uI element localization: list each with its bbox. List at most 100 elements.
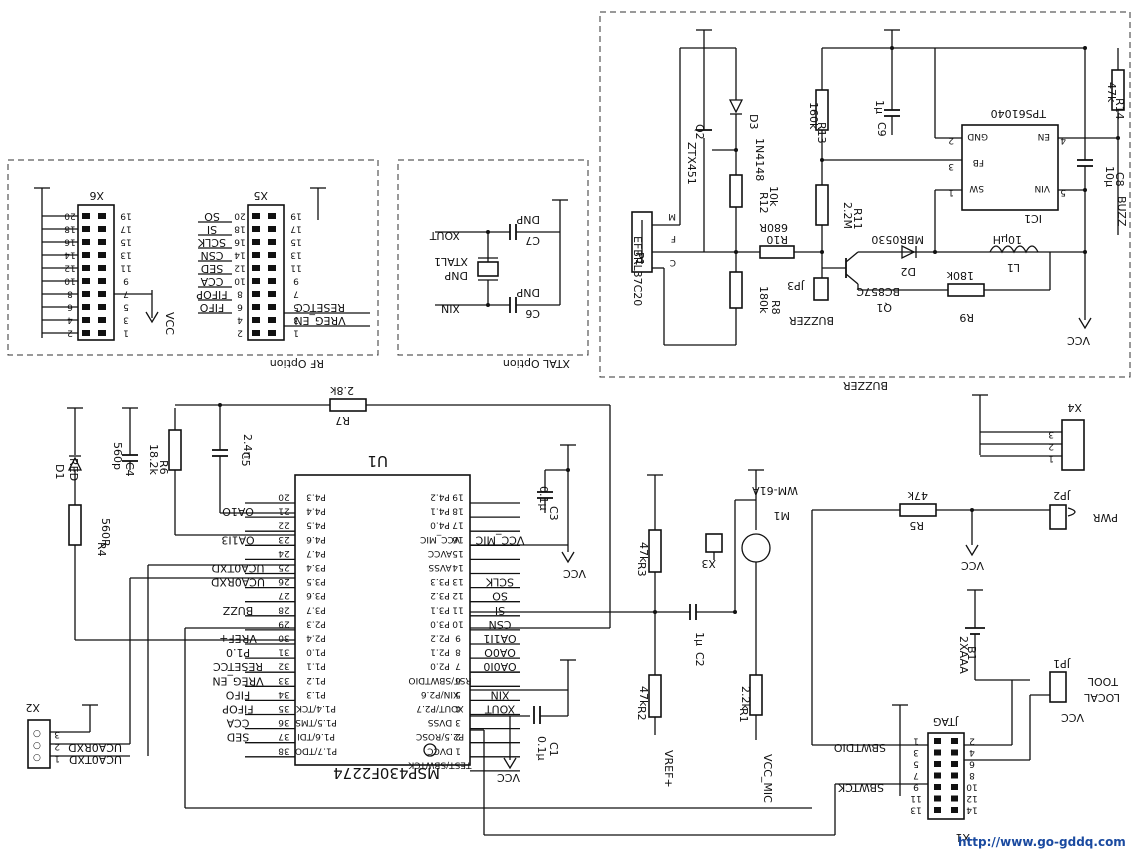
x6-pad xyxy=(82,252,90,258)
u1-pin-num-18: 18 xyxy=(452,506,464,516)
u1-pin-name-test-sbwtck: TEST/SBWTCK xyxy=(407,759,472,769)
r2-ref: R2 xyxy=(635,706,648,721)
u1-pin-name-p4-6: P4.6 xyxy=(306,534,326,544)
x5-pad xyxy=(268,278,276,284)
u1-pin-num-14: 14 xyxy=(452,562,464,572)
u1-pin-num-10: 10 xyxy=(452,618,464,628)
x6-pad xyxy=(98,317,106,323)
jtag-pin-12: 12 xyxy=(966,793,977,803)
u1-pin-name-p2-5-rosc: P2.5/ROSC xyxy=(416,731,464,741)
x6-pad xyxy=(82,304,90,310)
q1-part: BC857C xyxy=(856,285,900,298)
u1-ref: U1 xyxy=(367,452,388,470)
x6-pad xyxy=(98,265,106,271)
u1-pin-num-4: 4 xyxy=(455,703,461,713)
c2-ref: C2 xyxy=(693,652,706,667)
u1-pin-num-31: 31 xyxy=(278,647,289,657)
ic1-pin1: 1 xyxy=(948,187,954,197)
x5-pad xyxy=(252,252,260,258)
jtag-sbwtck-net: SBWTCK xyxy=(837,781,884,794)
x5-pad xyxy=(268,252,276,258)
u1-right-net-si: SI xyxy=(495,604,505,617)
x5-pad xyxy=(252,317,260,323)
u1-pin-name-p4-0: P4.0 xyxy=(430,520,450,530)
u1-pin-name-p4-1: P4.1 xyxy=(430,506,450,516)
x2-pin2-net: UCA0RXD xyxy=(68,741,122,754)
u1-body xyxy=(294,474,471,766)
r11-ref: R11 xyxy=(851,208,864,230)
r14-val: 47k xyxy=(1105,82,1118,103)
u1-pin-num-21: 21 xyxy=(278,506,289,516)
u1-pin-name-p4-4: P4.4 xyxy=(306,506,326,516)
u1-right-net-oa0o: OA0O xyxy=(484,646,516,659)
u1-pin-num-32: 32 xyxy=(278,661,289,671)
x6-pad xyxy=(82,291,90,297)
r11-val: 2.2M xyxy=(841,202,854,229)
jp1-vcc-label: VCC xyxy=(1061,711,1084,724)
u1-left-net-vreg_en: VREG_EN xyxy=(212,674,263,687)
x6-ref: X6 xyxy=(89,189,104,202)
r1-val: 2.2k xyxy=(739,686,752,710)
u1-pin-name-p4-5: P4.5 xyxy=(306,520,326,530)
jtag-ref: JTAG xyxy=(933,715,959,728)
c7-ref: C7 xyxy=(525,234,540,247)
x2-pin1-net: UCA0TXD xyxy=(69,753,122,766)
x6-pin-3: 3 xyxy=(123,315,129,325)
x5-net-si: SI xyxy=(207,223,217,236)
q2-ref: Q2 xyxy=(693,124,706,140)
p1-pin-f: F xyxy=(671,233,676,243)
r9-ref: R9 xyxy=(959,311,974,324)
u1-left-net-uca0txd: UCA0TXD xyxy=(212,562,265,575)
r5-ref: R5 xyxy=(909,519,924,532)
jtag-pin-5: 5 xyxy=(913,759,919,769)
vref-net-label: VREF+ xyxy=(662,750,675,788)
jtag-pin-6: 6 xyxy=(969,759,975,769)
svg-text:3: 3 xyxy=(1048,429,1054,439)
ic1-gnd: GND xyxy=(967,131,988,141)
x5-pad xyxy=(268,213,276,219)
u1-pin-num-3: 3 xyxy=(455,717,461,727)
c3-ref: C3 xyxy=(547,506,560,521)
u1-pin-num-11: 11 xyxy=(452,604,463,614)
u1-pin-num-7: 7 xyxy=(455,661,461,671)
x5-pin-13: 13 xyxy=(290,250,301,260)
jtag-pin-8: 8 xyxy=(969,770,975,780)
x6-vcc-label: VCC xyxy=(163,312,176,335)
u1-pin-name-p2-0: P2.0 xyxy=(430,661,450,671)
c5-ref: C5 xyxy=(239,452,252,467)
jtag-pad xyxy=(934,761,941,767)
connector-x4: X4 3 2 1 xyxy=(972,394,1085,471)
x5-pin-17: 17 xyxy=(290,224,301,234)
x6-pad xyxy=(82,226,90,232)
c8-ref: C8 xyxy=(1113,172,1126,187)
r12-val: 10k xyxy=(767,186,780,207)
x5-pin-14: 14 xyxy=(234,250,246,260)
x5-pad xyxy=(268,291,276,297)
x6-pad xyxy=(82,265,90,271)
c4-ref: C4 xyxy=(123,462,136,477)
c1-vcc-label: VCC xyxy=(497,771,520,784)
u1-pin-name-xin-p2-6: XIN/P2.6 xyxy=(421,689,460,699)
u1-pin-name-avss: AVSS xyxy=(428,562,451,572)
r6-val: 18.2k xyxy=(147,444,160,475)
u1-left-net-uca0rxd: UCA0RXD xyxy=(211,576,265,589)
u1-pin-num-17: 17 xyxy=(452,520,463,530)
svg-text:○: ○ xyxy=(33,741,41,751)
watermark-url: http://www.go-gddq.com xyxy=(958,835,1126,849)
x6-pad xyxy=(82,213,90,219)
u1-left-net-sed: SED xyxy=(227,731,249,744)
x5-pin-16: 16 xyxy=(234,237,246,247)
jtag-pin-2: 2 xyxy=(969,736,975,746)
ic1-ref: IC1 xyxy=(1024,212,1042,225)
ic1-sw: SW xyxy=(969,183,984,193)
u1-pin-num-19: 19 xyxy=(452,492,464,502)
u1-pin-name-p2-4: P2.4 xyxy=(306,633,326,643)
jtag-pin-1: 1 xyxy=(913,736,919,746)
x5-net-so: SO xyxy=(204,210,220,223)
x5-pad xyxy=(268,304,276,310)
u1-mcu: U1 MSP430F2274 P4.320P4.421OA1OP4.522P4.… xyxy=(211,452,524,782)
vcc-mic-net-label: VCC_MIC xyxy=(761,754,774,803)
x6-pin-1: 1 xyxy=(123,328,129,338)
